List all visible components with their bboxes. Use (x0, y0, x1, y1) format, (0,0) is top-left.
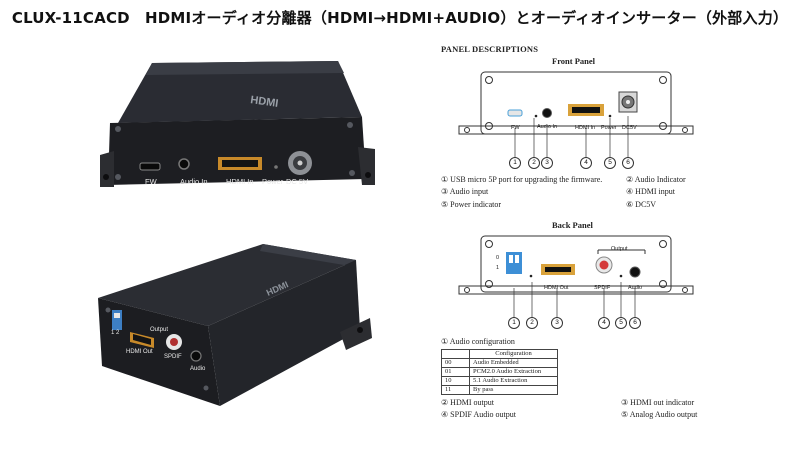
switch-state-0: 0 (496, 255, 500, 261)
front-callout-5: 5 (604, 157, 616, 169)
front-callout-2: 2 (528, 157, 540, 169)
switch-label: 1 2 (111, 330, 120, 336)
front-item-2: ② Audio Indicator (626, 175, 686, 184)
audio-configuration-table: Configuration 00 Audio Embedded 01 PCM2.… (441, 349, 558, 395)
back-callout-6: 6 (629, 317, 641, 329)
output-label: Output (150, 327, 169, 333)
back-callout-4: 4 (598, 317, 610, 329)
table-header-row: Configuration (441, 349, 558, 359)
back-item-4: ④ SPDIF Audio output (441, 410, 516, 419)
front-dc5v-label: DC5V (622, 125, 637, 131)
back-item-5: ⑤ Analog Audio output (621, 410, 698, 419)
audio-label: Audio (190, 366, 206, 372)
back-item-1: ① Audio configuration (441, 337, 515, 346)
page-title: CLUX-11CACD HDMIオーディオ分離器（HDMI→HDMI+AUDIO… (11, 9, 789, 27)
hdmi-out-label: HDMI Out (126, 349, 153, 355)
back-callout-5: 5 (615, 317, 627, 329)
back-hdmi-out-label: HDMI Out (544, 285, 569, 291)
switch-state-1: 1 (496, 265, 500, 271)
front-item-5: ⑤ Power indicator (441, 200, 502, 209)
table-row: 00 Audio Embedded (441, 358, 558, 368)
front-item-6: ⑥ DC5V (626, 200, 657, 209)
back-product-photo: HDMI 1 2 Output HDMI Out SPDIF Audio (88, 238, 373, 413)
panel-descriptions-heading: PANEL DESCRIPTIONS (441, 44, 539, 54)
back-audio-label: Audio (628, 285, 643, 291)
front-panel-title: Front Panel (552, 56, 596, 66)
top-print: HDMI (250, 94, 280, 110)
front-callout-6: 6 (622, 157, 634, 169)
back-spdif-label: SPDIF (594, 285, 611, 291)
back-callout-2: 2 (526, 317, 538, 329)
back-item-2: ② HDMI output (441, 398, 494, 407)
front-callout-3: 3 (541, 157, 553, 169)
back-callout-3: 3 (551, 317, 563, 329)
front-hdmi-in-label: HDMI In (575, 125, 596, 131)
dc5v-label: DC 5V (286, 177, 309, 186)
front-item-1: ① USB micro 5P port for upgrading the fi… (441, 175, 603, 184)
table-row: 01 PCM2.0 Audio Extraction (441, 367, 558, 377)
front-callout-1: 1 (509, 157, 521, 169)
front-panel-diagram (455, 68, 705, 177)
table-header: Configuration (469, 349, 558, 359)
front-callout-4: 4 (580, 157, 592, 169)
back-panel-diagram (455, 232, 705, 336)
audio-in-label: Audio In (180, 177, 208, 186)
power-label: Power (262, 177, 284, 186)
front-fw-label: FW (511, 125, 520, 131)
front-item-3: ③ Audio input (441, 187, 489, 196)
front-audio-in-label: Audio In (537, 124, 558, 130)
back-callout-1: 1 (508, 317, 520, 329)
table-row: 10 5.1 Audio Extraction (441, 376, 558, 386)
fw-label: FW (145, 177, 157, 186)
front-item-4: ④ HDMI input (626, 187, 675, 196)
back-output-label: Output (611, 246, 628, 252)
front-power-label: Power (601, 125, 617, 131)
hdmi-in-label: HDMI In (226, 177, 254, 186)
back-item-3: ③ HDMI out indicator (621, 398, 695, 407)
front-product-photo: HDMI FW Audio In HDMI In Power DC 5V (100, 55, 375, 195)
spdif-label: SPDIF (164, 354, 182, 360)
table-row: 11 By pass (441, 385, 558, 395)
back-panel-title: Back Panel (552, 220, 593, 230)
